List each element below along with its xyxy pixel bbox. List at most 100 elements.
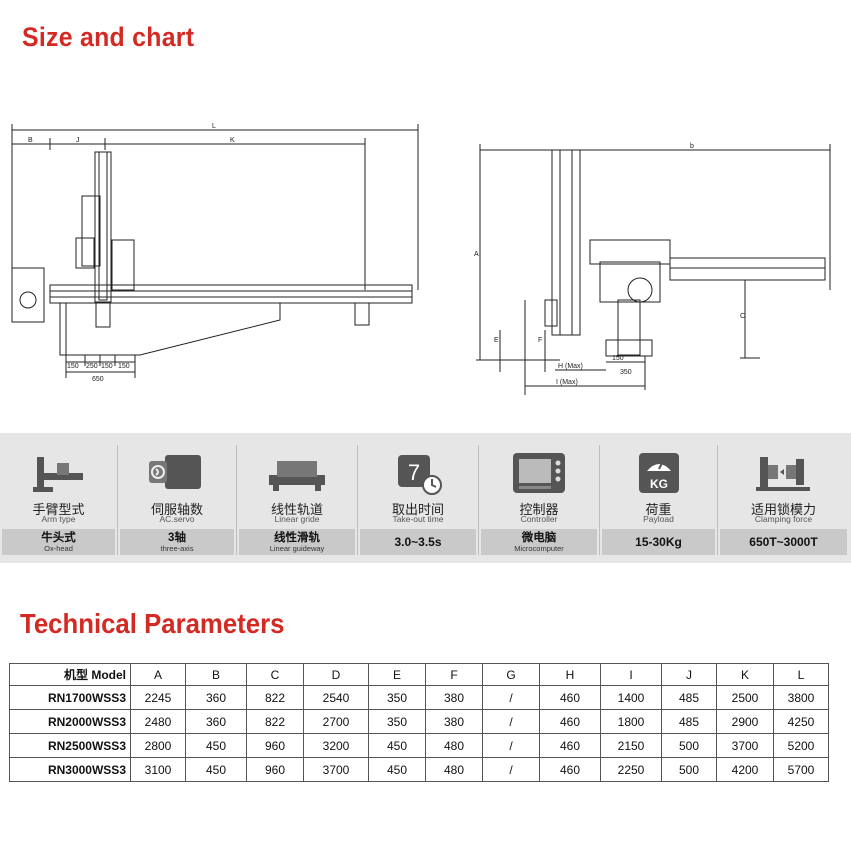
table-cell: 5700 xyxy=(773,757,829,782)
table-cell: 380 xyxy=(425,709,483,734)
table-cell: 2250 xyxy=(600,757,662,782)
feature-value-text: 3.0~3.5s xyxy=(394,535,442,549)
feature-value: 3.0~3.5s xyxy=(360,529,476,555)
technical-parameters-table: 机型 Model A B C D E F G H I J K L RN1700W… xyxy=(9,663,829,782)
feature-linear-rail: 线性轨道 Linear gride 线性滑轨 Linear guideway xyxy=(237,433,357,563)
feature-label-en: Linear gride xyxy=(274,514,320,524)
clock-icon: 7 xyxy=(398,455,442,495)
table-cell: 450 xyxy=(185,733,247,758)
table-cell: 2700 xyxy=(303,709,369,734)
feature-value: 15-30Kg xyxy=(602,529,715,555)
table-cell: / xyxy=(482,685,540,710)
table-cell: 380 xyxy=(425,685,483,710)
table-cell: 500 xyxy=(661,733,717,758)
table-cell: 360 xyxy=(185,709,247,734)
feature-value-zh: 线性滑轨 xyxy=(274,531,320,544)
side-view-drawing xyxy=(476,144,831,395)
table-header-b: B xyxy=(185,663,247,686)
table-cell-model: RN2000WSS3 xyxy=(9,709,131,734)
table-header-c: C xyxy=(246,663,304,686)
dim-label-150b: 150 xyxy=(101,363,113,370)
table-cell: 2800 xyxy=(130,733,186,758)
table-cell: 1400 xyxy=(600,685,662,710)
svg-text:KG: KG xyxy=(650,477,668,491)
table-cell-model: RN2500WSS3 xyxy=(9,733,131,758)
feature-arm-type: 手臂型式 Arm type 牛头式 Ox-head xyxy=(0,433,117,563)
table-cell: 3200 xyxy=(303,733,369,758)
feature-value: 650T~3000T xyxy=(720,529,847,555)
table-cell: 480 xyxy=(425,733,483,758)
front-view-drawing xyxy=(11,124,419,378)
feature-value-text: 650T~3000T xyxy=(749,535,818,549)
feature-label-en: AC.servo xyxy=(159,514,195,524)
table-header-row: 机型 Model A B C D E F G H I J K L xyxy=(9,663,829,686)
dim-label-b: b xyxy=(690,143,694,150)
feature-value-zh: 3轴 xyxy=(168,531,186,544)
feature-label-en: Controller xyxy=(520,514,558,524)
feature-value: 线性滑轨 Linear guideway xyxy=(239,529,355,555)
feature-take-out-time: 7 取出时间 Take-out time 3.0~3.5s xyxy=(358,433,478,563)
feature-label-zh: 伺服轴数 xyxy=(150,502,203,517)
feature-label-zh: 取出时间 xyxy=(391,502,444,517)
table-header-i: I xyxy=(600,663,662,686)
table-cell: 2150 xyxy=(600,733,662,758)
table-header-j: J xyxy=(661,663,717,686)
table-cell: 3800 xyxy=(773,685,829,710)
arm-type-icon xyxy=(32,457,83,492)
table-header-model: 机型 Model xyxy=(9,663,131,686)
table-header-k: K xyxy=(716,663,774,686)
table-header-f: F xyxy=(425,663,483,686)
table-cell: 2540 xyxy=(303,685,369,710)
dim-label-B: B xyxy=(28,137,33,144)
dim-label-650: 650 xyxy=(92,376,104,383)
table-cell: 450 xyxy=(368,733,426,758)
controller-icon xyxy=(513,453,565,493)
table-cell: 3700 xyxy=(303,757,369,782)
technical-parameters-title: Technical Parameters xyxy=(20,608,285,639)
feature-value-zh: 牛头式 xyxy=(41,531,76,544)
table-header-h: H xyxy=(539,663,601,686)
technical-drawing: L K J B 150 250 150 150 650 b A C E F H … xyxy=(11,123,831,395)
dim-label-150c: 150 xyxy=(118,363,130,370)
dim-label-150r: 150 xyxy=(612,355,624,362)
table-cell: 1800 xyxy=(600,709,662,734)
dim-label-K: K xyxy=(230,137,235,144)
feature-payload: KG 荷重 Payload 15-30Kg xyxy=(600,433,717,563)
table-cell: / xyxy=(482,733,540,758)
table-cell: 485 xyxy=(661,709,717,734)
feature-label-zh: 线性轨道 xyxy=(270,502,323,517)
dim-label-E: E xyxy=(494,337,499,344)
clamp-icon xyxy=(755,457,810,491)
table-header-d: D xyxy=(303,663,369,686)
table-cell: 822 xyxy=(246,685,304,710)
table-cell: 460 xyxy=(539,709,601,734)
feature-value-zh: 微电脑 xyxy=(521,531,557,544)
table-header-e: E xyxy=(368,663,426,686)
table-cell-model: RN1700WSS3 xyxy=(9,685,131,710)
feature-label-zh: 荷重 xyxy=(645,502,672,517)
table-cell: 460 xyxy=(539,733,601,758)
servo-motor-icon xyxy=(149,455,201,489)
dim-label-H: H (Max) xyxy=(558,363,583,370)
feature-clamping-force: 适用锁模力 Clamping force 650T~3000T xyxy=(718,433,849,563)
dim-label-I: I (Max) xyxy=(556,379,578,386)
table-cell: / xyxy=(482,709,540,734)
table-cell: / xyxy=(482,757,540,782)
feature-label-zh: 适用锁模力 xyxy=(750,502,816,517)
table-cell: 485 xyxy=(661,685,717,710)
feature-label-en: Take-out time xyxy=(392,514,444,524)
dim-label-250: 250 xyxy=(86,363,98,370)
feature-value-en: Microcomputer xyxy=(514,543,564,553)
feature-value-en: Ox-head xyxy=(44,543,73,553)
feature-label-zh: 控制器 xyxy=(519,502,559,517)
table-cell: 5200 xyxy=(773,733,829,758)
table-cell: 2245 xyxy=(130,685,186,710)
table-cell-model: RN3000WSS3 xyxy=(9,757,131,782)
table-cell: 822 xyxy=(246,709,304,734)
table-cell: 3700 xyxy=(716,733,774,758)
weight-icon: KG xyxy=(638,453,679,493)
table-cell: 460 xyxy=(539,757,601,782)
table-cell: 450 xyxy=(185,757,247,782)
